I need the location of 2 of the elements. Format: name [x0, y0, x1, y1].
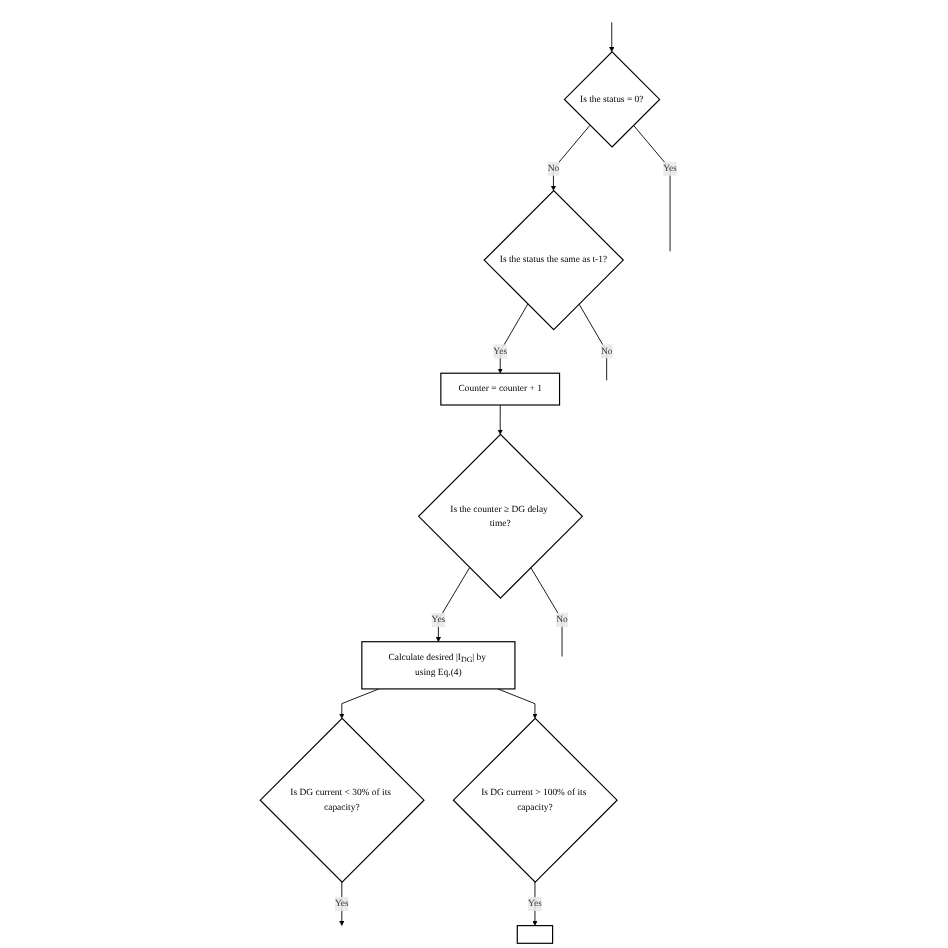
node-box — [516, 925, 554, 944]
arrow — [578, 303, 608, 381]
